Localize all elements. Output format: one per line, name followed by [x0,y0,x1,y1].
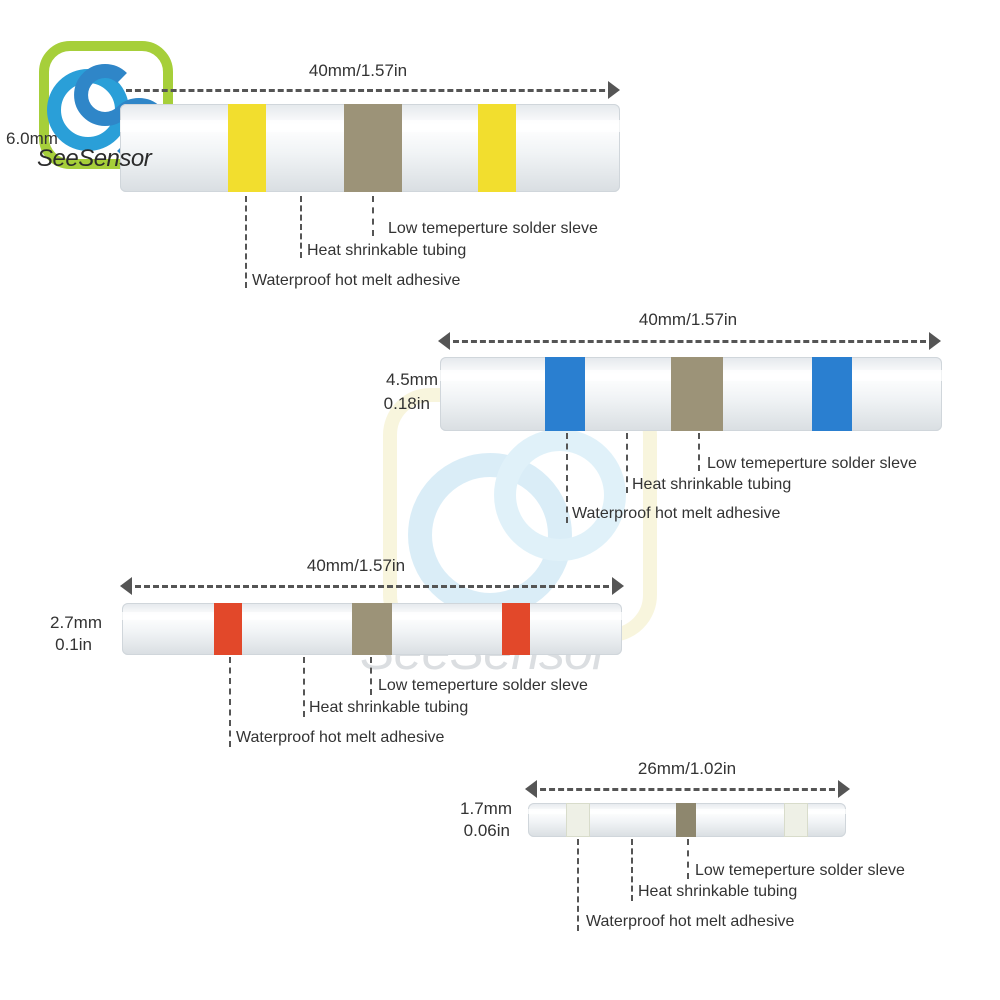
length-dimension-4 [525,777,850,799]
connector-tube-1 [120,104,620,192]
arrow-right-icon [838,780,850,798]
arrow-right-icon [612,577,624,595]
adhesive-ring [228,104,266,192]
diameter-in-2: 0.18in [383,394,430,413]
arrow-left-icon [525,780,537,798]
leader-line [300,196,302,258]
brand-name: SeeSensor [37,145,152,172]
length-dimension-2 [438,329,941,351]
diameter-mm-1: 6.0mm [6,129,58,148]
length-dimension-3 [120,574,624,596]
diameter-in-3: 0.1in [55,635,92,654]
adhesive-ring [566,803,590,837]
leader-line [566,433,568,523]
diameter-mm-2: 4.5mm [386,370,438,389]
tubing-label-1: Heat shrinkable tubing [307,242,467,259]
adhesive-ring [784,803,808,837]
adhesive-ring [214,603,242,655]
solder-sleeve [352,603,392,655]
tubing-label-2: Heat shrinkable tubing [632,476,792,493]
adhesive-ring [478,104,516,192]
leader-line [303,657,305,717]
adhesive-label-1: Waterproof hot melt adhesive [252,272,461,289]
solder-sleeve [344,104,402,192]
length-label-3: 40mm/1.57in [306,556,406,575]
diameter-mm-3: 2.7mm [50,613,102,632]
length-label-2: 40mm/1.57in [638,310,738,329]
adhesive-ring [812,357,852,431]
leader-line [698,433,700,471]
tubing-label-3: Heat shrinkable tubing [309,699,469,716]
length-dimension-1 [120,78,620,100]
solder-sleeve [671,357,723,431]
leader-line [626,433,628,493]
arrow-left-icon [120,577,132,595]
leader-line [372,196,374,236]
connector-tube-4 [528,803,846,837]
arrow-right-icon [929,332,941,350]
diameter-mm-4: 1.7mm [460,799,512,818]
leader-line [229,657,231,747]
connector-tube-2 [440,357,942,431]
length-label-1: 40mm/1.57in [308,61,408,80]
adhesive-label-4: Waterproof hot melt adhesive [586,913,795,930]
leader-line [370,657,372,695]
leader-line [687,839,689,879]
arrow-left-icon [438,332,450,350]
solder-label-1: Low temeperture solder sleve [388,220,598,237]
tubing-label-4: Heat shrinkable tubing [638,883,798,900]
diameter-in-4: 0.06in [463,821,510,840]
adhesive-label-3: Waterproof hot melt adhesive [236,729,445,746]
arrow-right-icon [608,81,620,99]
adhesive-label-2: Waterproof hot melt adhesive [572,505,781,522]
solder-label-2: Low temeperture solder sleve [707,455,917,472]
length-label-4: 26mm/1.02in [637,759,737,778]
adhesive-ring [545,357,585,431]
adhesive-ring [502,603,530,655]
leader-line [245,196,247,288]
connector-tube-3 [122,603,622,655]
leader-line [577,839,579,931]
solder-label-3: Low temeperture solder sleve [378,677,588,694]
solder-label-4: Low temeperture solder sleve [695,862,905,879]
solder-sleeve [676,803,696,837]
leader-line [631,839,633,901]
